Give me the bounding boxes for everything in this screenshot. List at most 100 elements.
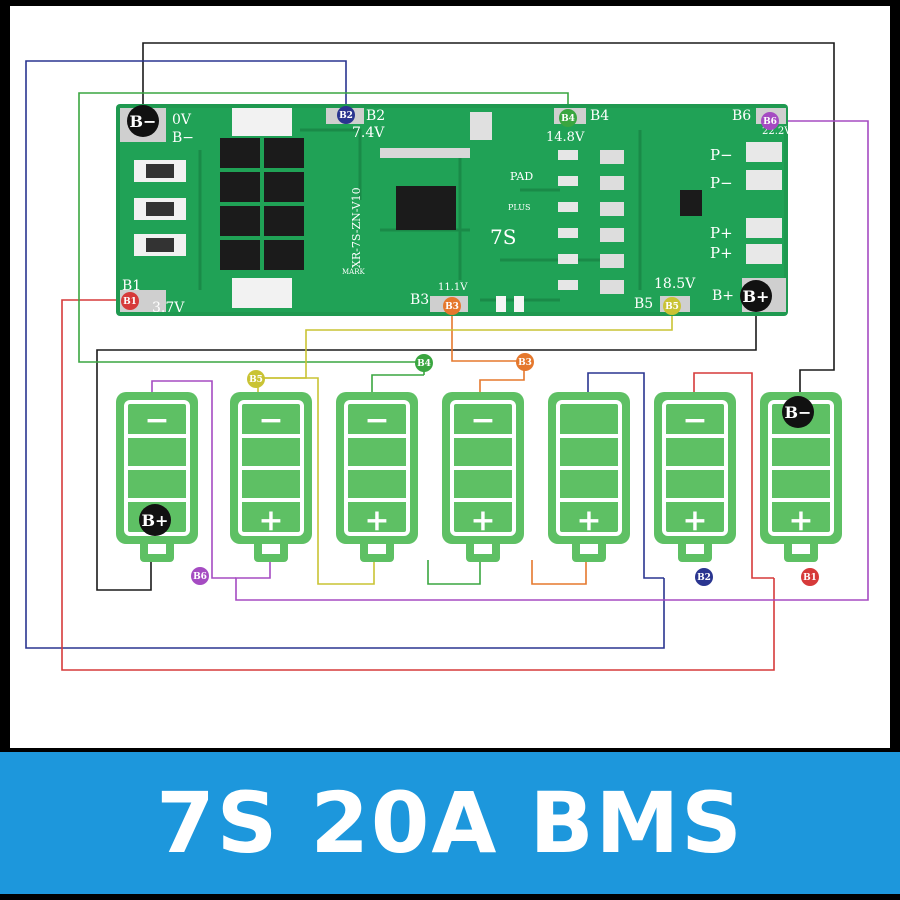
- marker-b6-board: B6: [761, 112, 779, 130]
- wire-b6: [235, 120, 869, 601]
- label-b4-voltage: 14.8V: [546, 130, 585, 145]
- svg-text:B−: B−: [785, 403, 812, 422]
- label-b6-voltage: 22.2V: [762, 126, 792, 137]
- wire-b4-link: [371, 374, 424, 398]
- marker-b5-battery: B5: [247, 370, 265, 388]
- battery-6-minus: −: [682, 403, 707, 438]
- battery-3-minus: −: [364, 403, 389, 438]
- battery-3: − +: [336, 392, 418, 562]
- wire-b3-bottom: [531, 560, 587, 585]
- svg-text:B+: B+: [743, 287, 770, 306]
- marker-b3-board: B3: [443, 297, 461, 315]
- wire-b5-link: [258, 377, 375, 585]
- label-b6-pad: B6: [732, 108, 751, 124]
- mosfet-array: [220, 138, 304, 270]
- wiring-diagram-svg: 0V B− B2 7.4V B4 14.8V B6 22.2V B1 3.7V …: [25, 42, 869, 671]
- wire-b4-bottom: [427, 560, 481, 585]
- silkscreen-text: 0V B− B2 7.4V B4 14.8V B6 22.2V B1 3.7V …: [122, 108, 792, 316]
- svg-text:B3: B3: [445, 302, 459, 312]
- battery-2-plus: +: [258, 503, 283, 538]
- marker-b-plus-battery: B+: [139, 504, 171, 536]
- label-p-plus-2: P+: [710, 244, 733, 262]
- label-p-minus-1: P−: [710, 146, 733, 164]
- mosfet-small: [680, 190, 702, 216]
- battery-6: − +: [654, 392, 736, 562]
- marker-b3-battery: B3: [516, 353, 534, 371]
- svg-text:B1: B1: [803, 573, 817, 583]
- battery-3-plus: +: [364, 503, 389, 538]
- label-b3-pad: B3: [410, 292, 429, 308]
- label-7s-board: 7S: [490, 225, 516, 249]
- wires: [25, 42, 869, 671]
- battery-1: −: [116, 392, 198, 562]
- svg-text:B+: B+: [142, 511, 169, 530]
- marker-b5-board: B5: [663, 297, 681, 315]
- battery-5: +: [548, 392, 630, 562]
- svg-text:B3: B3: [518, 358, 532, 368]
- label-b2-pad: B2: [366, 108, 385, 124]
- markers: B− B+ B− B+ B2 B4 B6: [121, 105, 819, 586]
- battery-row: − − +: [116, 392, 842, 562]
- label-b5-pad: B5: [634, 296, 653, 312]
- battery-4: − +: [442, 392, 524, 562]
- battery-2: − +: [230, 392, 312, 562]
- wiring-diagram: 0V B− B2 7.4V B4 14.8V B6 22.2V B1 3.7V …: [10, 6, 890, 748]
- wire-b1-link: [693, 372, 774, 579]
- header-bottom: [232, 278, 292, 308]
- battery-6-plus: +: [682, 503, 707, 538]
- svg-text:B6: B6: [763, 117, 777, 127]
- label-b-minus-pad: B−: [172, 130, 194, 146]
- title-banner: 7S 20A BMS: [0, 752, 900, 894]
- wire-b2: [25, 60, 665, 649]
- label-mark: MARK: [342, 268, 365, 276]
- battery-7-plus: +: [788, 503, 813, 538]
- svg-text:B6: B6: [193, 572, 207, 582]
- label-b1-pad: B1: [122, 278, 141, 294]
- label-b1-voltage: 3.7V: [152, 300, 185, 316]
- battery-4-plus: +: [470, 503, 495, 538]
- battery-2-minus: −: [258, 403, 283, 438]
- marker-b2-board: B2: [337, 106, 355, 124]
- wire-b-minus: [142, 42, 835, 408]
- svg-text:B4: B4: [561, 114, 575, 124]
- wire-b1: [61, 299, 775, 671]
- marker-b-minus-board: B−: [127, 105, 159, 137]
- svg-text:B2: B2: [697, 573, 711, 583]
- svg-text:B5: B5: [249, 375, 263, 385]
- label-p-plus-1: P+: [710, 224, 733, 242]
- wire-b5: [257, 306, 673, 398]
- battery-4-minus: −: [470, 403, 495, 438]
- label-b-plus-pad: B+: [712, 288, 734, 304]
- label-b5-voltage: 18.5V: [654, 276, 696, 292]
- banner-title: 7S 20A BMS: [156, 774, 744, 872]
- svg-text:B5: B5: [665, 302, 679, 312]
- marker-b1-board: B1: [121, 292, 139, 310]
- label-pad: PAD: [510, 170, 533, 183]
- label-b2-voltage: 7.4V: [352, 125, 385, 141]
- control-ic: [396, 186, 456, 230]
- battery-5-plus: +: [576, 503, 601, 538]
- battery-1-minus: −: [144, 403, 169, 438]
- svg-text:B1: B1: [123, 297, 137, 307]
- wire-b3: [451, 306, 525, 398]
- wire-b2-link: [587, 372, 664, 579]
- label-b4-pad: B4: [590, 108, 609, 124]
- svg-text:B4: B4: [417, 359, 431, 369]
- bms-board: 0V B− B2 7.4V B4 14.8V B6 22.2V B1 3.7V …: [116, 104, 792, 316]
- marker-b-minus-battery: B−: [782, 396, 814, 428]
- marker-b4-battery: B4: [415, 354, 433, 372]
- resistor-column: [558, 150, 624, 294]
- marker-b4-board: B4: [559, 109, 577, 127]
- header-top: [232, 108, 292, 136]
- wire-b6-top: [151, 380, 236, 579]
- label-0v: 0V: [172, 112, 192, 128]
- pad-p-plus-2: [746, 244, 782, 264]
- label-version: XR-7S-ZN-V10: [350, 187, 363, 268]
- pad-p-minus-1: [746, 142, 782, 162]
- pad-p-minus-2: [746, 170, 782, 190]
- marker-b2-battery: B2: [695, 568, 713, 586]
- svg-text:B−: B−: [130, 112, 157, 131]
- battery-7: +: [760, 392, 842, 562]
- svg-text:B2: B2: [339, 111, 353, 121]
